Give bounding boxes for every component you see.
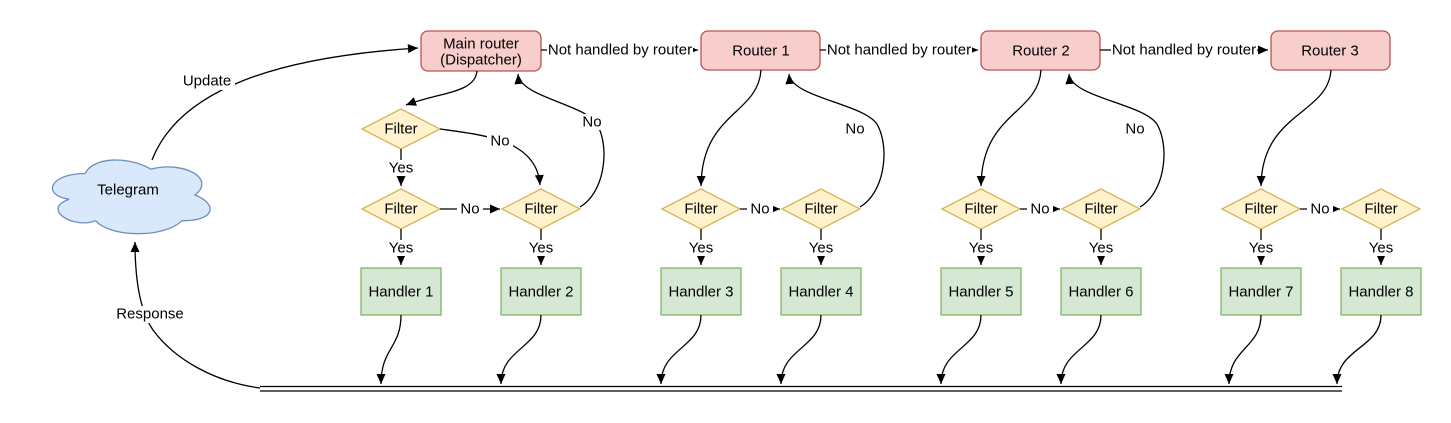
filter-label: Filter: [684, 201, 717, 218]
filter-label: Filter: [964, 201, 997, 218]
edge-handler7-bus: [1224, 314, 1262, 385]
svg-text:Yes: Yes: [1249, 240, 1273, 257]
filter-label: Filter: [384, 201, 417, 218]
svg-text:Yes: Yes: [389, 160, 413, 177]
svg-text:No: No: [460, 201, 479, 218]
handler-7-node: [1220, 267, 1302, 316]
label-not-handled-3: Not handled by router: [1111, 42, 1257, 59]
svg-text:Response: Response: [116, 306, 184, 323]
filter-diamond-router3-right: [1340, 188, 1422, 230]
edge-no-loop-dispatcher: [514, 73, 605, 208]
telegram-label: Telegram: [97, 182, 159, 199]
filter-label: Filter: [1364, 201, 1397, 218]
edge-handler2-bus: [496, 314, 542, 385]
handler-6-node: [1060, 267, 1142, 316]
edge-handler3-bus: [656, 314, 702, 385]
router-2-label: Router 2: [1012, 43, 1070, 60]
svg-text:No: No: [582, 114, 601, 131]
label-no: No: [1027, 201, 1053, 218]
edge-handler1-bus: [376, 314, 402, 385]
svg-text:No: No: [1125, 121, 1144, 138]
edge-router1-to-filter: [696, 69, 762, 187]
filter-label: Filter: [804, 201, 837, 218]
svg-text:Yes: Yes: [1089, 240, 1113, 257]
svg-text:Not handled by router: Not handled by router: [1112, 42, 1256, 59]
filter-label: Filter: [384, 121, 417, 138]
handler-8-label: Handler 8: [1348, 284, 1413, 301]
svg-text:Yes: Yes: [809, 240, 833, 257]
filter-label: Filter: [524, 201, 557, 218]
svg-text:Not handled by router: Not handled by router: [548, 42, 692, 59]
filter-diamond-router1-right: [780, 188, 862, 230]
svg-text:Yes: Yes: [529, 240, 553, 257]
telegram-cloud-node: [51, 159, 211, 235]
handler-2-label: Handler 2: [508, 284, 573, 301]
handler-3-node: [660, 267, 742, 316]
dispatcher-label-line1: Main router: [443, 36, 519, 53]
svg-text:No: No: [1030, 201, 1049, 218]
label-no: No: [842, 121, 868, 138]
filter-label: Filter: [1084, 201, 1117, 218]
handler-6-label: Handler 6: [1068, 284, 1133, 301]
svg-text:Yes: Yes: [969, 240, 993, 257]
label-no: No: [457, 201, 483, 218]
label-no: No: [579, 114, 605, 131]
label-yes: Yes: [1246, 240, 1276, 257]
handler-5-label: Handler 5: [948, 284, 1013, 301]
handler-1-label: Handler 1: [368, 284, 433, 301]
label-response: Response: [114, 306, 186, 323]
edge-response: [130, 241, 261, 389]
edge-dispatcher-to-filter: [405, 70, 478, 106]
label-yes: Yes: [686, 240, 716, 257]
svg-text:Update: Update: [183, 73, 231, 90]
svg-text:No: No: [845, 121, 864, 138]
handler-2-node: [500, 267, 582, 316]
label-yes: Yes: [966, 240, 996, 257]
label-yes: Yes: [386, 160, 416, 177]
svg-text:No: No: [490, 133, 509, 150]
edge-handler8-bus: [1332, 314, 1382, 385]
edge-handler5-bus: [936, 314, 982, 385]
edge-no-loop-router2: [1065, 73, 1165, 208]
handler-4-label: Handler 4: [788, 284, 853, 301]
svg-text:Not handled by router: Not handled by router: [827, 42, 971, 59]
svg-text:Yes: Yes: [389, 240, 413, 257]
svg-text:No: No: [1310, 201, 1329, 218]
label-yes: Yes: [386, 240, 416, 257]
label-no: No: [1122, 121, 1148, 138]
label-yes: Yes: [806, 240, 836, 257]
handler-8-node: [1340, 267, 1422, 316]
edge-router2-to-filter: [976, 69, 1042, 187]
svg-text:Yes: Yes: [1369, 240, 1393, 257]
edge-router3-to-filter: [1256, 69, 1332, 187]
dispatcher-node: [420, 30, 542, 72]
router-1-label: Router 1: [732, 43, 790, 60]
router-3-label: Router 3: [1301, 43, 1359, 60]
edge-update: [151, 44, 419, 161]
edge-no-loop-router1: [785, 73, 885, 208]
edge-handler6-bus: [1056, 314, 1102, 385]
filter-label: Filter: [1244, 201, 1277, 218]
label-yes: Yes: [526, 240, 556, 257]
label-no: No: [747, 201, 773, 218]
label-yes: Yes: [1086, 240, 1116, 257]
handler-3-label: Handler 3: [668, 284, 733, 301]
filter-diamond-dispatcher-right: [500, 188, 582, 230]
dispatcher-label-line2: (Dispatcher): [440, 52, 522, 69]
edge-handler4-bus: [776, 314, 822, 385]
label-not-handled-1: Not handled by router: [547, 42, 693, 59]
handler-4-node: [780, 267, 862, 316]
svg-text:Yes: Yes: [689, 240, 713, 257]
label-no: No: [487, 133, 513, 150]
handler-1-node: [360, 267, 442, 316]
label-not-handled-2: Not handled by router: [826, 42, 972, 59]
label-update: Update: [180, 73, 235, 90]
filter-diamond-router2-right: [1060, 188, 1142, 230]
label-no: No: [1307, 201, 1333, 218]
label-yes: Yes: [1366, 240, 1396, 257]
svg-text:No: No: [750, 201, 769, 218]
handler-7-label: Handler 7: [1228, 284, 1293, 301]
